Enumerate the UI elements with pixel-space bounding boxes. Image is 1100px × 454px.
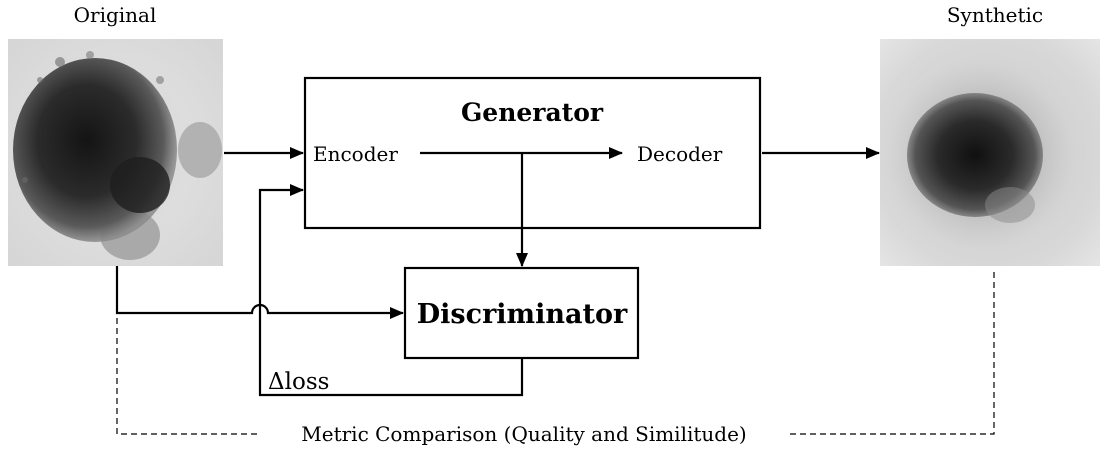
synthetic-image [880,39,1100,266]
metric-comparison-line-left [116,268,258,435]
metric-comparison-line-right [790,268,995,435]
synthetic-caption: Synthetic [947,3,1043,27]
generator-title: Generator [461,98,604,127]
encoder-label: Encoder [313,142,398,166]
loss-feedback-arrow [258,184,524,397]
loss-label: Δloss [268,369,329,395]
metric-comparison-label: Metric Comparison (Quality and Similitud… [301,422,746,446]
discriminator-title: Discriminator [417,299,628,330]
original-image [8,39,223,266]
discriminator-box [403,266,640,360]
original-to-discriminator-arrow [115,266,404,319]
original-caption: Original [74,3,157,27]
decoder-label: Decoder [637,142,723,166]
